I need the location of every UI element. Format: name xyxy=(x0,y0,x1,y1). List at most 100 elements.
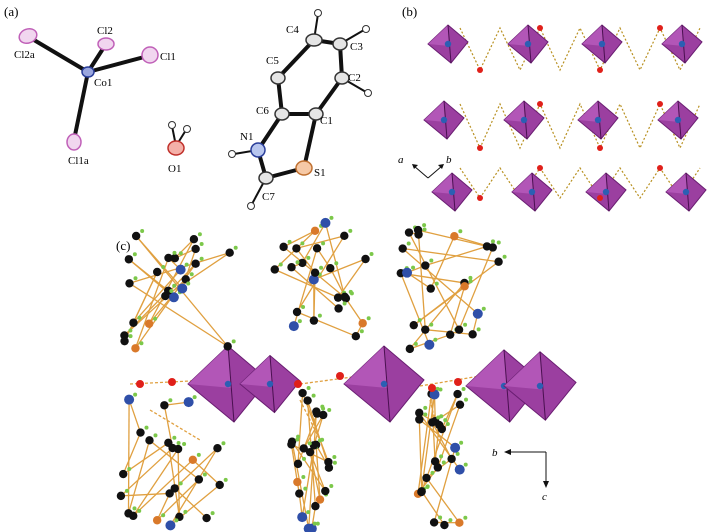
hydrogen-atom xyxy=(476,327,481,332)
sulfur-atom xyxy=(455,518,464,527)
oxygen-atom xyxy=(136,380,144,388)
cation-bond xyxy=(313,414,324,446)
atom-label-cl1: Cl1 xyxy=(160,51,176,63)
oxygen-atom xyxy=(428,384,436,392)
oxygen-atom xyxy=(657,101,663,107)
cocl4-tetrahedron xyxy=(657,100,699,140)
hydrogen-atom xyxy=(438,515,443,520)
carbon-atom xyxy=(293,459,303,469)
carbon-atom xyxy=(270,265,279,274)
cation-bond xyxy=(296,235,345,250)
carbon-atom xyxy=(482,242,492,251)
hydrogen-bond-chain xyxy=(459,102,701,150)
carbon-atom xyxy=(298,258,307,268)
cation-bond xyxy=(174,238,195,259)
carbon-atom xyxy=(170,484,179,493)
benzothiazole-ellipsoids xyxy=(250,33,350,185)
hydrogen-atom xyxy=(464,397,469,402)
carbon-atom xyxy=(429,518,439,527)
hydrogen-atom xyxy=(140,229,145,234)
hydrogen-atom xyxy=(423,412,428,417)
hydrogen-atom xyxy=(321,406,326,411)
carbon-atom xyxy=(413,225,423,235)
hydrogen-atom xyxy=(342,301,347,306)
hydrogen-atom xyxy=(348,289,353,294)
hydrogen-atom xyxy=(369,251,374,256)
carbon-atom xyxy=(223,342,232,351)
atom-label-s1: S1 xyxy=(314,167,326,179)
oxygen-atom xyxy=(477,67,483,73)
sulfur-atom xyxy=(358,319,367,328)
hydrogen-atom xyxy=(459,440,464,445)
hydrogen-atom xyxy=(153,316,158,321)
atom-label-c5: C5 xyxy=(266,55,279,67)
carbon-atom xyxy=(415,415,424,424)
cation-bond xyxy=(167,442,181,517)
hydrogen-atom xyxy=(439,414,444,419)
hydrogen-bond xyxy=(299,375,361,385)
carbon-atom xyxy=(160,401,169,410)
nitrogen-atom xyxy=(288,321,299,332)
hydrogen-atom xyxy=(295,260,300,265)
cation-bond xyxy=(132,269,182,324)
tetrahedron-highlight xyxy=(508,25,530,46)
cation-bond xyxy=(402,247,499,263)
cocl4-tetrahedron xyxy=(503,100,545,140)
tetrahedron-highlight xyxy=(578,101,600,122)
cocl4-tetrahedron xyxy=(581,24,623,64)
hydrogen-atom xyxy=(423,405,428,410)
nitrogen-atom xyxy=(175,264,186,275)
tetrahedron-highlight xyxy=(428,25,450,46)
axis-label-a: a xyxy=(398,154,404,166)
hydrogen-atom xyxy=(359,329,364,334)
hydrogen-atom xyxy=(295,437,300,442)
hydrogen-bond-chains xyxy=(459,26,701,200)
hydrogen-atom xyxy=(425,484,430,489)
carbon-atom xyxy=(292,307,302,317)
carbon-atom xyxy=(415,408,424,418)
hydrogen-atom xyxy=(144,425,149,430)
hydrogen-atom xyxy=(348,228,353,233)
cobalt-atom xyxy=(440,116,448,124)
carbon-atom xyxy=(453,389,462,399)
cobalt-atom xyxy=(594,116,602,124)
cation-bond xyxy=(425,477,460,524)
hydrogen-bond xyxy=(419,375,481,387)
carbon-atom xyxy=(125,279,134,288)
hydrogen-atom xyxy=(184,262,189,267)
panel-b-label: (b) xyxy=(402,4,417,19)
cation-bond xyxy=(430,393,436,462)
nitrogen-atom xyxy=(124,394,135,405)
hydrogen-bond-network xyxy=(129,375,481,441)
cocl4-tetrahedron xyxy=(577,100,619,140)
hydrogen-atom xyxy=(430,470,435,475)
carbon-atom xyxy=(305,447,315,457)
hydrogen-atom xyxy=(448,518,453,523)
carbon-atom xyxy=(426,284,435,293)
hydrogen-atom xyxy=(178,481,183,486)
cation-bond xyxy=(128,399,142,433)
cation-bond xyxy=(291,266,340,309)
hydrogen-atom xyxy=(202,472,207,477)
carbon-atom xyxy=(164,438,173,448)
hydrogen-atom xyxy=(417,318,422,323)
n1-ellipsoid xyxy=(250,142,266,158)
cocl4-tetrahedron xyxy=(507,24,549,64)
oxygen-atom xyxy=(657,165,663,171)
hydrogen-atom xyxy=(443,418,448,423)
cobalt-atom xyxy=(678,40,686,48)
carbon-atom xyxy=(454,325,464,334)
cation-bond xyxy=(132,459,194,517)
hydrogen-bond-chain xyxy=(459,26,701,72)
cation-bond xyxy=(430,235,455,289)
nitrogen-atom xyxy=(424,339,435,350)
cation-bond xyxy=(301,222,327,264)
hydrogen-atom xyxy=(311,393,316,398)
hydrogen-atom xyxy=(223,477,228,482)
axis-label-b-c: b xyxy=(492,447,498,459)
carbon-atom xyxy=(191,244,200,254)
carbon-atom xyxy=(351,332,361,341)
hydrogen-atom xyxy=(422,227,427,232)
carbon-atom xyxy=(421,325,430,334)
nitrogen-atom xyxy=(297,512,308,523)
